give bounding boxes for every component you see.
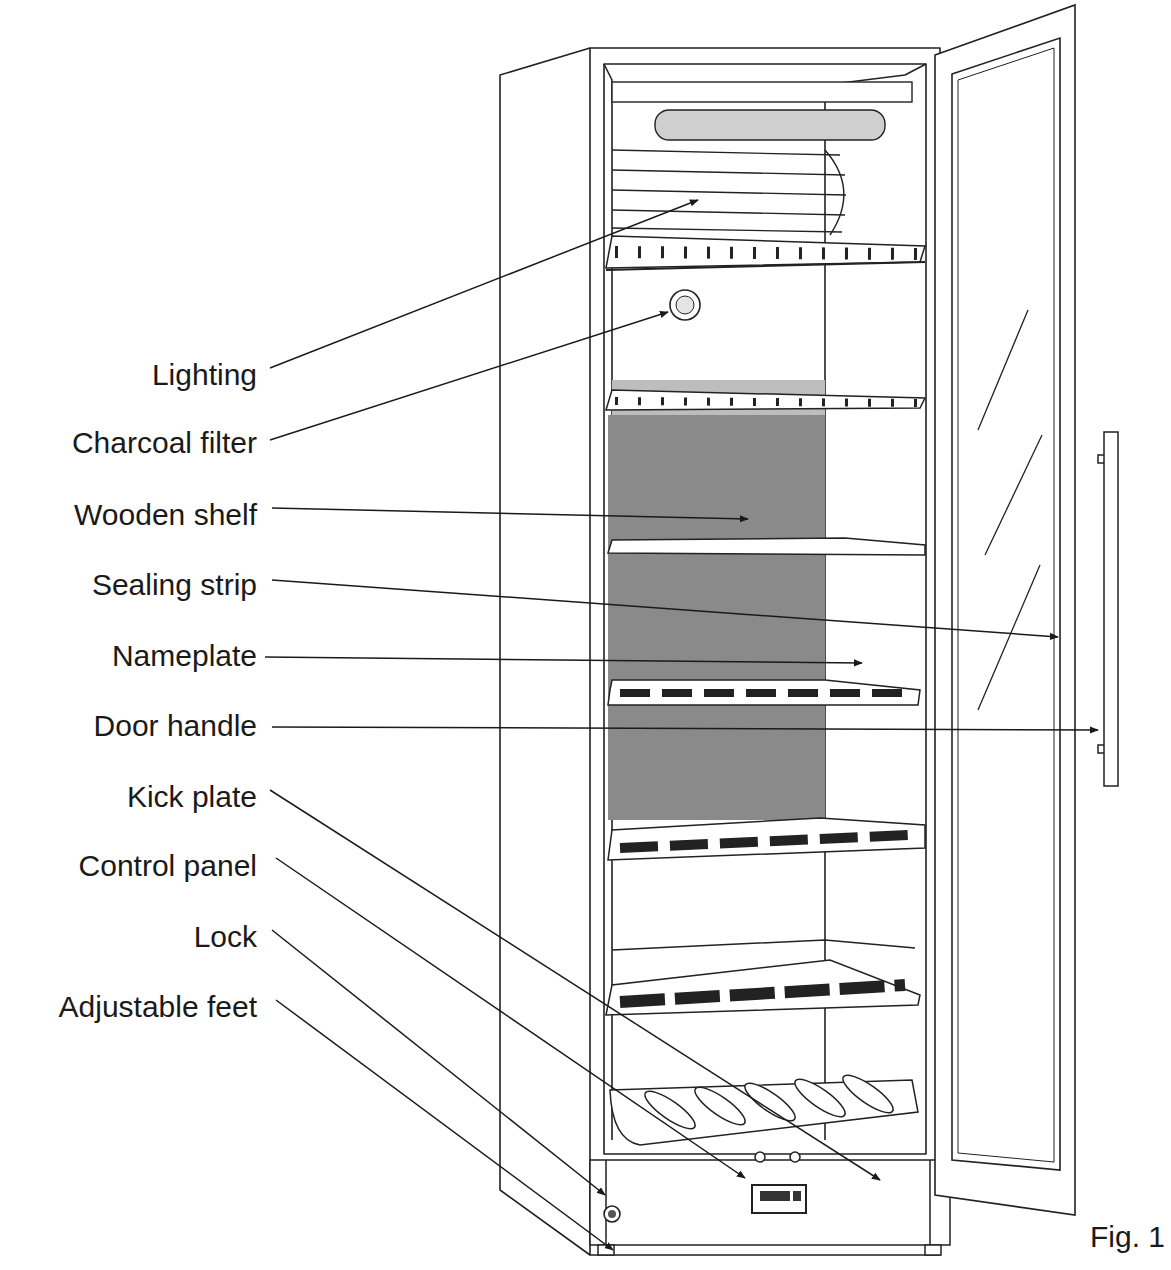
control-panel <box>752 1185 806 1213</box>
adjustable-foot <box>598 1245 941 1255</box>
cabinet-body <box>500 48 590 1255</box>
wooden-shelf <box>620 835 910 848</box>
wooden-shelf <box>606 538 925 1015</box>
leader-line <box>265 200 1098 1250</box>
figure-caption: Fig. 1 <box>1090 1219 1165 1255</box>
leader-line <box>272 727 1098 730</box>
leader-line <box>270 790 880 1180</box>
control-panel <box>752 1185 806 1213</box>
cabinet-body <box>500 48 940 1255</box>
control-panel <box>760 1191 790 1201</box>
glass-door <box>935 5 1075 1215</box>
lock <box>604 1206 620 1222</box>
charcoal-filter <box>670 290 700 320</box>
door-handle <box>1104 432 1118 786</box>
leader-line <box>265 657 862 663</box>
light-fan-unit <box>612 82 912 102</box>
glass-door <box>958 48 1054 1162</box>
wire-shelf <box>606 236 925 410</box>
wooden-shelf <box>608 818 925 860</box>
bottle-rack <box>610 1069 918 1145</box>
charcoal-filter <box>676 296 694 314</box>
part-label: Door handle <box>94 708 257 744</box>
leader-line <box>270 312 668 440</box>
light-fan-unit <box>825 150 844 235</box>
bottle-rack <box>790 1073 849 1122</box>
leader-line <box>270 200 698 368</box>
wire-shelf <box>615 252 918 254</box>
kick-plate <box>790 1152 800 1162</box>
kick-plate <box>590 1160 950 1245</box>
part-label: Wooden shelf <box>74 497 257 533</box>
light-fan-unit <box>655 110 885 140</box>
adjustable-foot <box>925 1245 941 1255</box>
wire-shelf <box>615 401 918 403</box>
lock <box>608 1210 616 1218</box>
glass-door <box>952 38 1060 1170</box>
kick-plate <box>590 1152 950 1245</box>
part-label: Lock <box>194 919 257 955</box>
lock <box>604 1206 620 1222</box>
wire-shelf <box>606 262 925 270</box>
leader-line <box>276 1000 613 1250</box>
part-label: Charcoal filter <box>72 425 257 461</box>
door-handle <box>1098 432 1118 786</box>
leader-line <box>272 508 748 519</box>
part-label: Adjustable feet <box>59 989 257 1025</box>
wooden-shelf <box>620 985 905 1002</box>
kick-plate <box>755 1152 765 1162</box>
glass-door <box>978 310 1042 710</box>
cabinet-body <box>590 48 940 1255</box>
part-label: Nameplate <box>112 638 257 674</box>
part-label: Control panel <box>79 848 257 884</box>
wooden-shelf <box>608 538 925 555</box>
wire-shelf <box>606 390 925 410</box>
kick-plate <box>606 1160 930 1245</box>
bottle-rack <box>690 1081 749 1130</box>
wooden-shelf <box>606 960 920 1015</box>
bottle-rack <box>740 1077 799 1126</box>
light-fan-unit <box>612 82 912 235</box>
wooden-shelf <box>608 680 920 705</box>
wooden-shelf <box>612 940 915 950</box>
part-label: Lighting <box>152 357 257 393</box>
leader-line <box>272 580 1058 637</box>
leader-line <box>276 858 745 1178</box>
wooden-shelf <box>620 689 910 697</box>
part-label: Kick plate <box>127 779 257 815</box>
control-panel <box>793 1191 801 1201</box>
cabinet-body <box>604 64 926 1154</box>
glass-door <box>935 5 1075 1215</box>
bottle-rack <box>838 1069 897 1118</box>
leader-line <box>272 930 605 1195</box>
part-label: Sealing strip <box>92 567 257 603</box>
adjustable-foot <box>598 1245 614 1255</box>
